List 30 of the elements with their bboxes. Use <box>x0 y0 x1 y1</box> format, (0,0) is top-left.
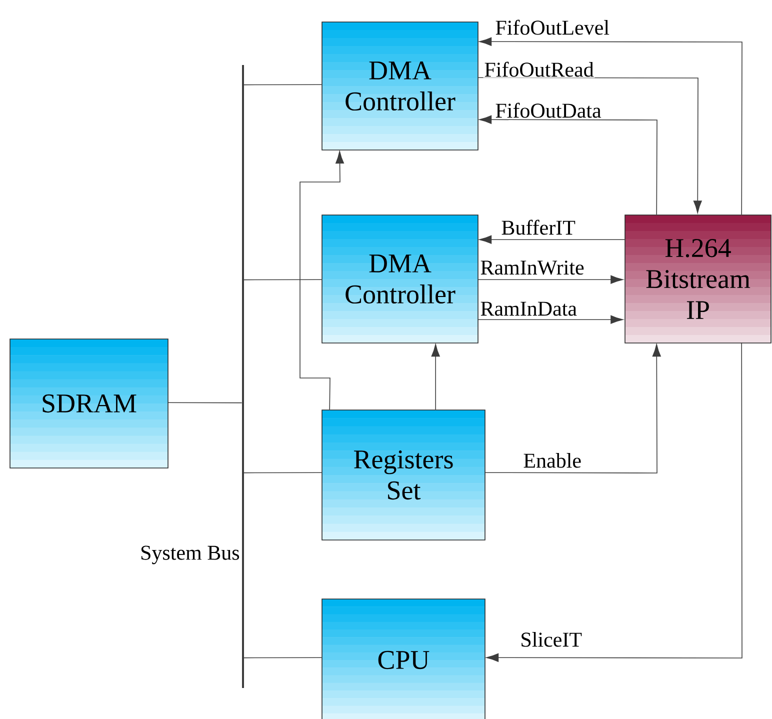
arrow <box>477 315 624 324</box>
arrow <box>484 344 661 474</box>
arrow <box>300 151 344 410</box>
connector-line <box>243 472 322 474</box>
edge-label: RamInWrite <box>479 260 586 276</box>
edge-label: RamInData <box>479 300 578 317</box>
connector-line <box>243 657 322 658</box>
process-box: DMA Controller <box>322 22 478 150</box>
edge-label: BufferIT <box>500 218 576 236</box>
bus-label: System Bus <box>141 546 240 564</box>
edge-label: FifoOutData <box>494 102 602 119</box>
process-box: DMA Controller <box>322 214 478 344</box>
arrow <box>431 344 440 410</box>
process-box: H.264 Bitstream IP <box>624 214 772 344</box>
bus-line <box>242 65 244 688</box>
connector-line <box>243 84 322 86</box>
process-box: SDRAM <box>10 338 168 468</box>
edge-label: FifoOutLevel <box>494 18 611 36</box>
edge-label: SliceIT <box>519 631 584 648</box>
connector-line <box>243 279 322 280</box>
edge-label: FifoOutRead <box>483 60 595 78</box>
edge-label: Enable <box>522 452 582 469</box>
process-box: CPU <box>322 598 486 719</box>
arrow <box>479 235 625 244</box>
arrow <box>479 115 658 215</box>
arrow <box>477 275 624 284</box>
arrow <box>479 37 742 215</box>
arrow <box>486 342 742 662</box>
process-box: Registers Set <box>322 410 486 540</box>
connector-line <box>167 402 242 404</box>
